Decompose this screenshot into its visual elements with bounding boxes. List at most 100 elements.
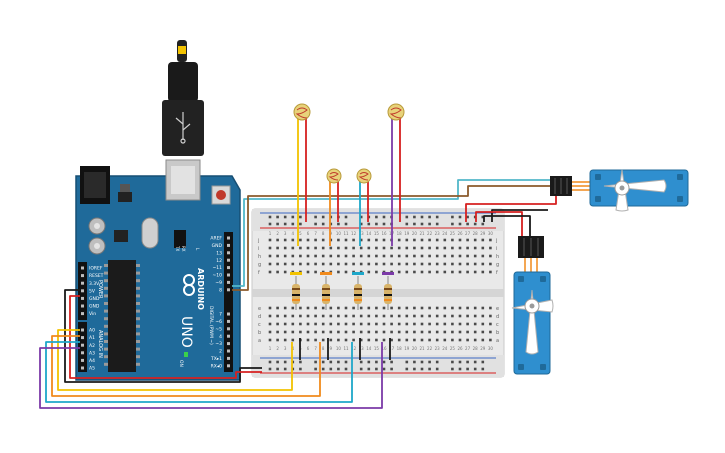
column-number: 6 bbox=[307, 231, 310, 236]
breadboard-holes bbox=[268, 215, 492, 371]
column-number: 1 bbox=[269, 231, 272, 236]
column-number: 5 bbox=[299, 231, 302, 236]
resistor[interactable] bbox=[320, 272, 332, 310]
wire-cyan bbox=[45, 341, 353, 403]
column-number: 8 bbox=[322, 231, 325, 236]
column-number: 3 bbox=[284, 231, 287, 236]
column-number: 7 bbox=[314, 231, 317, 236]
usb-symbol-icon bbox=[175, 112, 191, 144]
column-number: 14 bbox=[366, 231, 372, 236]
row-letter: i bbox=[258, 246, 259, 252]
pin-label: RX◂0 bbox=[211, 363, 222, 369]
column-number: 23 bbox=[435, 346, 441, 351]
column-number: 29 bbox=[480, 231, 486, 236]
pin-label: A5 bbox=[89, 366, 95, 372]
on-led bbox=[184, 352, 188, 357]
pin-label: 5V bbox=[89, 288, 96, 294]
pin-label: A2 bbox=[89, 343, 95, 349]
column-number: 19 bbox=[404, 231, 410, 236]
usb-cable bbox=[162, 40, 204, 156]
wire-black bbox=[491, 209, 548, 222]
pin-label: Vin bbox=[89, 311, 96, 317]
arduino-brand-text: ARDUINO bbox=[196, 268, 205, 310]
pin-label: ~10 bbox=[213, 273, 223, 279]
resistor[interactable] bbox=[290, 272, 302, 310]
row-letter: i bbox=[496, 246, 497, 252]
column-number: 11 bbox=[343, 231, 349, 236]
pin-label: AREF bbox=[210, 236, 222, 242]
pin-label: A3 bbox=[89, 350, 95, 356]
pin-label: ~3 bbox=[215, 341, 222, 347]
icsp-header bbox=[174, 230, 186, 248]
arduino-uno-board[interactable]: ARDUINO UNO DIGITAL (PWM ~) ANALOG IN PO… bbox=[75, 159, 241, 381]
row-letter: e bbox=[496, 306, 499, 312]
row-letter: f bbox=[258, 270, 260, 276]
column-number: 28 bbox=[473, 231, 479, 236]
pin-label: 2 bbox=[219, 349, 222, 355]
pin-label: 12 bbox=[216, 258, 222, 264]
column-number: 12 bbox=[351, 346, 357, 351]
column-number: 8 bbox=[322, 346, 325, 351]
row-letter: a bbox=[496, 338, 499, 344]
wire-yellow bbox=[57, 329, 293, 391]
l-led-label: L bbox=[195, 248, 200, 251]
digital-header bbox=[224, 232, 233, 372]
row-letter: g bbox=[496, 262, 499, 268]
photoresistor[interactable] bbox=[387, 103, 405, 121]
photoresistor[interactable] bbox=[293, 103, 311, 121]
wire-brown bbox=[232, 185, 556, 291]
pin-label: A1 bbox=[89, 335, 95, 341]
servo-horn-icon bbox=[603, 169, 667, 212]
column-number: 17 bbox=[389, 346, 395, 351]
column-number: 22 bbox=[427, 231, 433, 236]
column-number: 12 bbox=[351, 231, 357, 236]
digital-label: DIGITAL (PWM ~) bbox=[208, 306, 214, 345]
column-number: 18 bbox=[397, 346, 403, 351]
column-number: 24 bbox=[442, 231, 448, 236]
power-label: POWER bbox=[97, 280, 103, 299]
column-number: 29 bbox=[480, 346, 486, 351]
wire-black bbox=[483, 215, 531, 240]
photoresistor[interactable] bbox=[326, 168, 342, 184]
atmega-chip bbox=[108, 260, 136, 372]
crystal-oscillator bbox=[141, 217, 159, 249]
breadboard-column-numbers: 1122334455667788991010111112121313141415… bbox=[269, 231, 494, 351]
column-number: 14 bbox=[366, 346, 372, 351]
photoresistor[interactable] bbox=[356, 168, 372, 184]
resistor[interactable] bbox=[382, 272, 394, 310]
row-letter: j bbox=[495, 238, 497, 244]
servo-motor-vertical[interactable] bbox=[511, 236, 554, 375]
row-letter: c bbox=[258, 322, 261, 328]
column-number: 11 bbox=[343, 346, 349, 351]
rx-label: RX bbox=[181, 246, 186, 252]
row-letter: d bbox=[496, 314, 499, 320]
column-number: 28 bbox=[473, 346, 479, 351]
column-number: 15 bbox=[374, 231, 380, 236]
arduino-model-text: UNO bbox=[178, 316, 194, 348]
pin-label: GND bbox=[212, 243, 223, 249]
pin-label: ~5 bbox=[215, 326, 222, 332]
pin-label: ~11 bbox=[213, 265, 223, 271]
wire-red bbox=[69, 295, 262, 379]
row-letter: a bbox=[258, 338, 261, 344]
pin-label: GND bbox=[89, 296, 100, 302]
column-number: 4 bbox=[292, 346, 295, 351]
pin-label: A4 bbox=[89, 358, 95, 364]
wire-orange bbox=[51, 335, 321, 397]
analog-header bbox=[78, 322, 87, 372]
pin-label: RESET bbox=[89, 273, 104, 279]
row-letter: c bbox=[496, 322, 499, 328]
column-number: 18 bbox=[397, 231, 403, 236]
row-letter: h bbox=[258, 254, 261, 260]
column-number: 21 bbox=[419, 231, 425, 236]
resistor[interactable] bbox=[352, 272, 364, 310]
column-number: 7 bbox=[314, 346, 317, 351]
servo-motor-horizontal[interactable] bbox=[550, 169, 689, 212]
column-number: 21 bbox=[419, 346, 425, 351]
analog-label: ANALOG IN bbox=[97, 330, 103, 358]
row-letter: j bbox=[257, 238, 259, 244]
row-letter: b bbox=[258, 330, 261, 336]
wire-black bbox=[64, 289, 262, 383]
